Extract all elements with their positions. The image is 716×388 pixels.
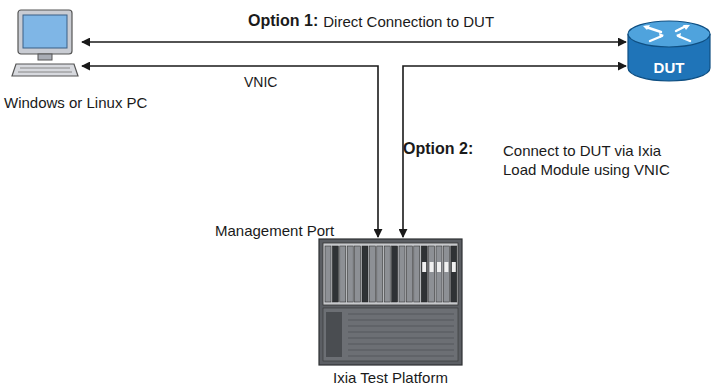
test-platform-node: Ixia Test Platform bbox=[318, 238, 463, 366]
option-heading: Option 2: bbox=[403, 140, 473, 158]
dut-node: DUT bbox=[626, 18, 712, 84]
node-label: DUT bbox=[654, 59, 685, 76]
pc-icon bbox=[10, 8, 80, 80]
chassis-illustration bbox=[318, 238, 463, 366]
port-label: Management Port bbox=[215, 222, 334, 239]
node-label: Windows or Linux PC bbox=[4, 94, 147, 111]
option-text: Direct Connection to DUT bbox=[323, 13, 494, 30]
connector bbox=[82, 41, 626, 43]
option-text: Connect to DUT via Ixia Load Module usin… bbox=[503, 141, 673, 179]
connector bbox=[82, 66, 378, 237]
node-label: Ixia Test Platform bbox=[333, 369, 448, 386]
interface-label: VNIC bbox=[244, 74, 277, 90]
pc-node: Windows or Linux PC bbox=[10, 8, 80, 80]
option-heading: Option 1: bbox=[248, 12, 318, 30]
